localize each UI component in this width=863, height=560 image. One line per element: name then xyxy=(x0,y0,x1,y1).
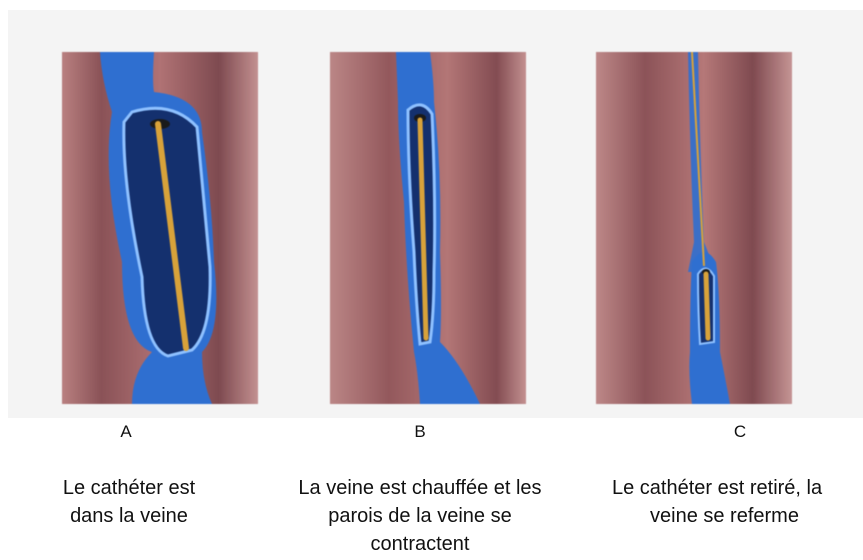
panel-c-caption: Le cathéter est retiré, la veine se refe… xyxy=(612,474,863,530)
panel-b-label: B xyxy=(400,422,440,442)
catheter xyxy=(706,274,708,338)
panel-a-illustration xyxy=(62,52,258,404)
panel-c-illustration xyxy=(596,52,792,404)
panel-a-label: A xyxy=(106,422,146,442)
panel-b-illustration xyxy=(330,52,526,404)
panel-c-label: C xyxy=(720,422,760,442)
panel-b-caption: La veine est chauffée et les parois de l… xyxy=(265,474,575,558)
panel-a-caption: Le cathéter est dans la veine xyxy=(20,474,238,530)
